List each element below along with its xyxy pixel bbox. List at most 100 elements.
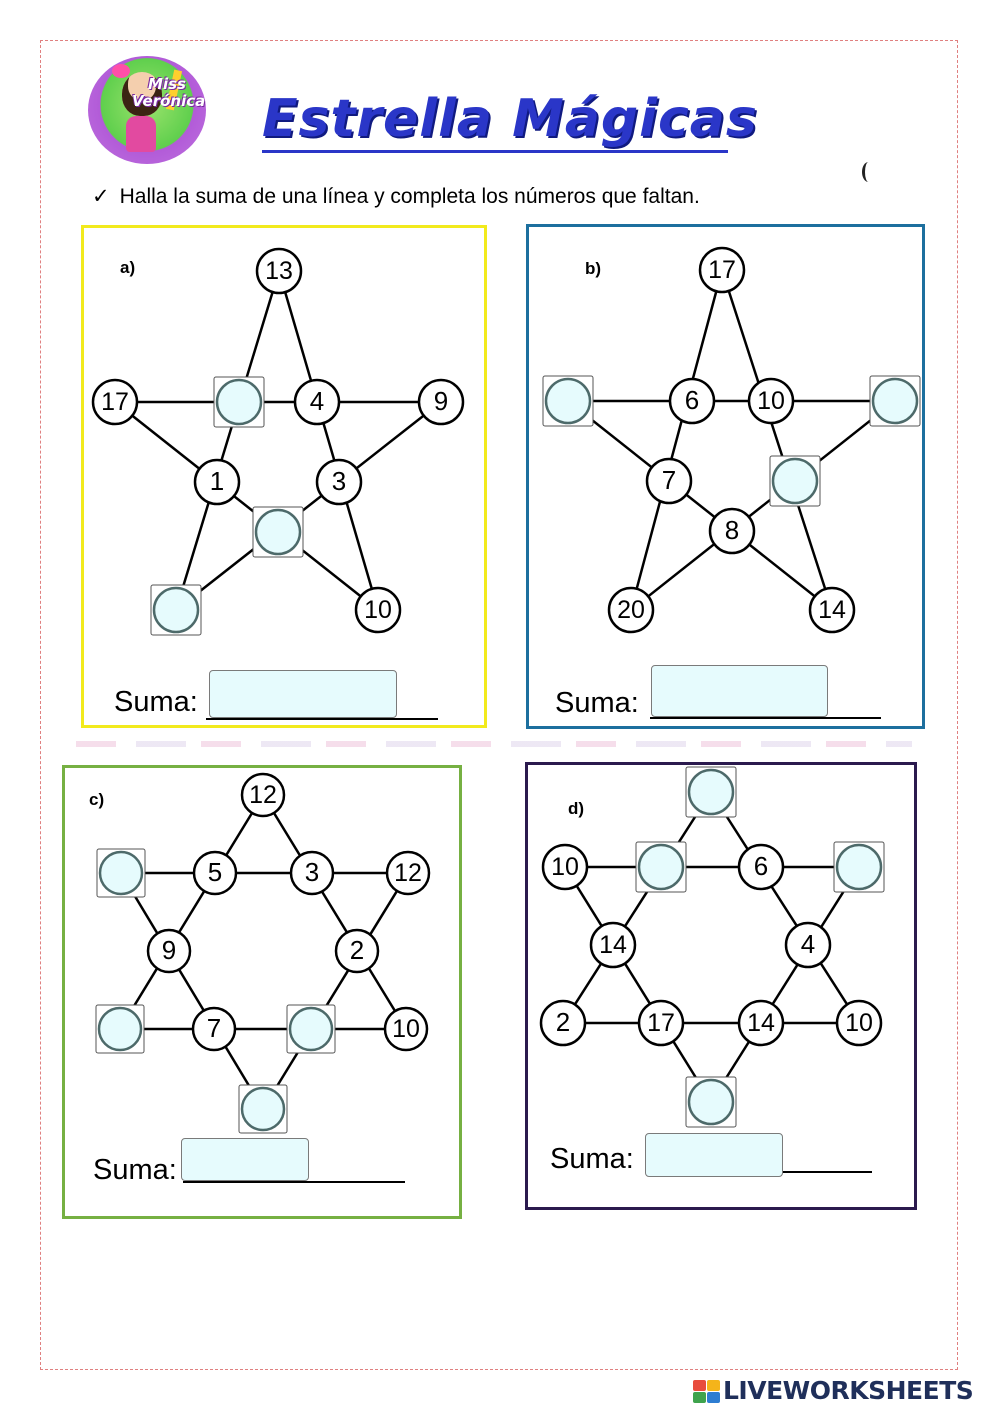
star-line	[629, 269, 724, 611]
node-value: 17	[101, 388, 129, 416]
star-node: 8	[708, 507, 756, 555]
node-circle	[255, 247, 303, 295]
node-circle	[152, 586, 200, 634]
node-circle	[637, 999, 685, 1047]
node-value: 4	[310, 386, 324, 416]
node-circle	[91, 378, 139, 426]
liveworksheets-logo-icon	[693, 1380, 721, 1404]
node-circle	[687, 1078, 735, 1126]
star-line	[119, 872, 265, 1110]
node-circle	[383, 1006, 429, 1052]
miss-veronica-logo: Miss Verónica	[88, 56, 206, 164]
star-node-answer-input[interactable]	[95, 1004, 145, 1054]
node-circle	[784, 921, 832, 969]
logo-text-line2: Verónica	[132, 92, 206, 110]
node-value: 7	[662, 465, 676, 495]
liveworksheets-watermark: LIVEWORKSHEETS	[693, 1374, 993, 1410]
node-value: 14	[818, 596, 846, 624]
star-line	[709, 866, 861, 1103]
star-node: 2	[539, 999, 587, 1047]
node-circle	[544, 377, 592, 425]
star-line	[720, 269, 834, 611]
node-value: 2	[350, 935, 364, 965]
star-node: 17	[637, 999, 685, 1047]
star-node-answer-input[interactable]	[685, 1076, 737, 1128]
star-node-answer-input[interactable]	[252, 506, 304, 558]
star-node-answer-input[interactable]	[869, 375, 921, 427]
node-value: 9	[162, 935, 176, 965]
panel-d-label: d)	[568, 799, 585, 818]
star-node: 6	[737, 843, 785, 891]
star-node: 4	[293, 378, 341, 426]
node-circle	[637, 843, 685, 891]
star-node-answer-input[interactable]	[542, 375, 594, 427]
node-value: 10	[757, 387, 785, 415]
star-node-answer-input[interactable]	[213, 376, 265, 428]
node-circle	[645, 457, 693, 505]
node-circle	[687, 768, 735, 816]
node-circle	[289, 850, 335, 896]
star-node: 7	[191, 1006, 237, 1052]
node-value: 7	[207, 1013, 221, 1043]
node-value: 6	[754, 851, 768, 881]
node-circle	[668, 377, 716, 425]
panel-c-sum-label: Suma:	[93, 1154, 177, 1186]
node-circle	[293, 378, 341, 426]
node-value: 14	[599, 931, 627, 959]
node-circle	[871, 377, 919, 425]
node-value: 2	[556, 1007, 570, 1037]
sheet-border	[40, 40, 958, 1370]
star-node: 9	[146, 928, 192, 974]
node-circle	[737, 843, 785, 891]
node-circle	[334, 928, 380, 974]
stray-mark	[862, 162, 875, 182]
star-node-answer-input[interactable]	[96, 848, 146, 898]
node-value: 20	[617, 596, 645, 624]
star-node: 17	[698, 246, 746, 294]
panel-d-sum-label: Suma:	[550, 1143, 634, 1175]
panel-b-sum-underline	[650, 717, 881, 719]
star-node: 12	[385, 850, 431, 896]
star-line	[630, 400, 896, 611]
panel-a-sum-underline	[206, 718, 438, 720]
page-title: Estrella Mágicas	[262, 89, 758, 149]
panel-a-sum-input[interactable]	[209, 670, 397, 718]
star-node-answer-input[interactable]	[833, 841, 885, 893]
star-node-answer-input[interactable]	[150, 584, 202, 636]
node-circle	[607, 586, 655, 634]
star-line	[563, 866, 713, 1103]
node-value: 4	[801, 929, 815, 959]
panel-c-sum-input[interactable]	[181, 1138, 309, 1181]
star-node: 10	[747, 377, 795, 425]
title-underline	[262, 150, 728, 153]
star-node-answer-input[interactable]	[635, 841, 687, 893]
star-node-answer-input[interactable]	[286, 1004, 336, 1054]
star-line	[561, 791, 713, 1024]
star-node: 14	[737, 999, 785, 1047]
star-node: 12	[240, 772, 286, 818]
node-circle	[698, 246, 746, 294]
star-node-answer-input[interactable]	[685, 766, 737, 818]
node-circle	[146, 928, 192, 974]
panel-b-sum-input[interactable]	[651, 665, 828, 717]
panel-a-sum-label: Suma:	[114, 686, 198, 718]
node-value: 6	[685, 385, 699, 415]
star-node: 3	[289, 850, 335, 896]
node-circle	[771, 457, 819, 505]
star-node-answer-input[interactable]	[769, 455, 821, 507]
panel-b-star-diagram: 17 6 10 7 8 20 14	[542, 246, 921, 634]
panel-d-sum-input[interactable]	[645, 1133, 783, 1177]
node-value: 13	[265, 257, 293, 285]
node-circle	[192, 850, 238, 896]
star-node-answer-input[interactable]	[238, 1084, 288, 1134]
node-circle	[191, 1006, 237, 1052]
node-circle	[215, 378, 263, 426]
star-line	[567, 400, 833, 611]
node-value: 9	[434, 386, 448, 416]
